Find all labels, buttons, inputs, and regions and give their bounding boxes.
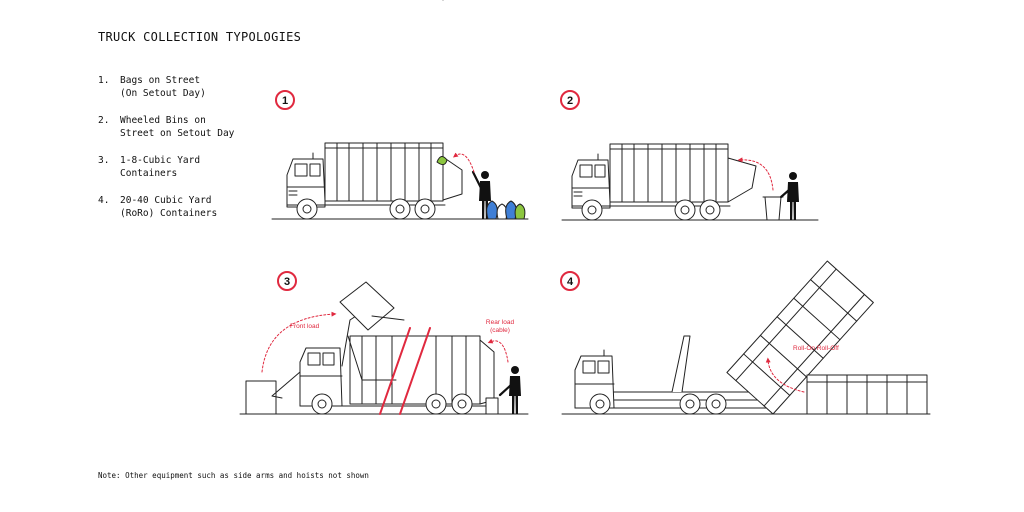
- break-mark: [399, 327, 431, 415]
- legend-text: 20-40 Cubic Yard (RoRo) Containers: [120, 194, 240, 220]
- rear-load-label: Rear load: [486, 319, 515, 326]
- front-load-label: Front load: [290, 323, 320, 330]
- hopper-icon: [442, 156, 463, 201]
- break-mark: [379, 327, 411, 415]
- lift-arrow: [737, 157, 774, 191]
- legend-line: Street on Setout Day: [120, 128, 235, 139]
- typology-legend: 1. Bags on Street (On Setout Day) 2. Whee…: [98, 74, 258, 234]
- badge-4: 4: [560, 271, 580, 291]
- throw-arrow: [452, 152, 475, 173]
- panel-1-bags-on-street: 1: [271, 0, 529, 220]
- badge-3: 3: [277, 271, 297, 291]
- legend-line: Bags on Street: [120, 75, 201, 86]
- rear-loader-truck-icon: [286, 142, 446, 220]
- rear-load-sublabel: (cable): [490, 327, 510, 334]
- svg-text:4: 4: [567, 276, 574, 288]
- legend-line: (RoRo) Containers: [120, 208, 218, 219]
- legend-item-4: 4. 20-40 Cubic Yard (RoRo) Containers: [98, 194, 258, 220]
- tilted-roro-container-icon: [726, 260, 874, 415]
- page-title: TRUCK COLLECTION TYPOLOGIES: [98, 30, 302, 44]
- lifted-container-icon: [339, 281, 395, 331]
- garbage-bags-icon: [486, 200, 526, 220]
- legend-line: (On Setout Day): [120, 88, 206, 99]
- legend-line: Containers: [120, 168, 178, 179]
- rear-load-arrow: [487, 338, 509, 363]
- legend-number: 4.: [98, 195, 110, 206]
- legend-text: Bags on Street (On Setout Day): [120, 74, 240, 100]
- panel-3-cubic-yard-containers: 3: [239, 271, 529, 415]
- roll-on-roll-off-label: Roll-On Roll-Off: [793, 345, 839, 352]
- panel-2-wheeled-bins: 2: [560, 90, 819, 221]
- legend-item-1: 1. Bags on Street (On Setout Day): [98, 74, 258, 100]
- front-load-container-icon: [245, 380, 277, 415]
- legend-number: 3.: [98, 155, 110, 166]
- badge-2: 2: [560, 90, 580, 110]
- worker-icon: [508, 365, 522, 415]
- legend-number: 1.: [98, 75, 110, 86]
- legend-number: 2.: [98, 115, 110, 126]
- thrown-bag-icon: [436, 156, 448, 166]
- legend-line: 1-8-Cubic Yard: [120, 155, 201, 166]
- front-load-arrow: [261, 311, 337, 373]
- cart-icon: [485, 397, 499, 415]
- rear-loader-truck-icon: [571, 143, 731, 221]
- legend-line: Wheeled Bins on: [120, 115, 206, 126]
- hopper-icon: [727, 157, 757, 203]
- footnote: Note: Other equipment such as side arms …: [98, 471, 369, 480]
- badge-1: 1: [275, 90, 295, 110]
- legend-text: Wheeled Bins on Street on Setout Day: [120, 114, 240, 140]
- legend-line: 20-40 Cubic Yard: [120, 195, 212, 206]
- worker-icon: [786, 171, 800, 221]
- wheeled-bin-icon: [764, 196, 782, 221]
- legend-item-2: 2. Wheeled Bins on Street on Setout Day: [98, 114, 258, 140]
- svg-text:3: 3: [284, 276, 290, 288]
- roll-off-arrow: [765, 357, 805, 393]
- ground-roro-container-icon: [806, 374, 928, 415]
- svg-text:2: 2: [567, 95, 573, 107]
- panel-4-roro-containers: 4: [560, 260, 931, 415]
- roll-off-truck-icon: [574, 335, 771, 415]
- svg-text:1: 1: [282, 95, 288, 107]
